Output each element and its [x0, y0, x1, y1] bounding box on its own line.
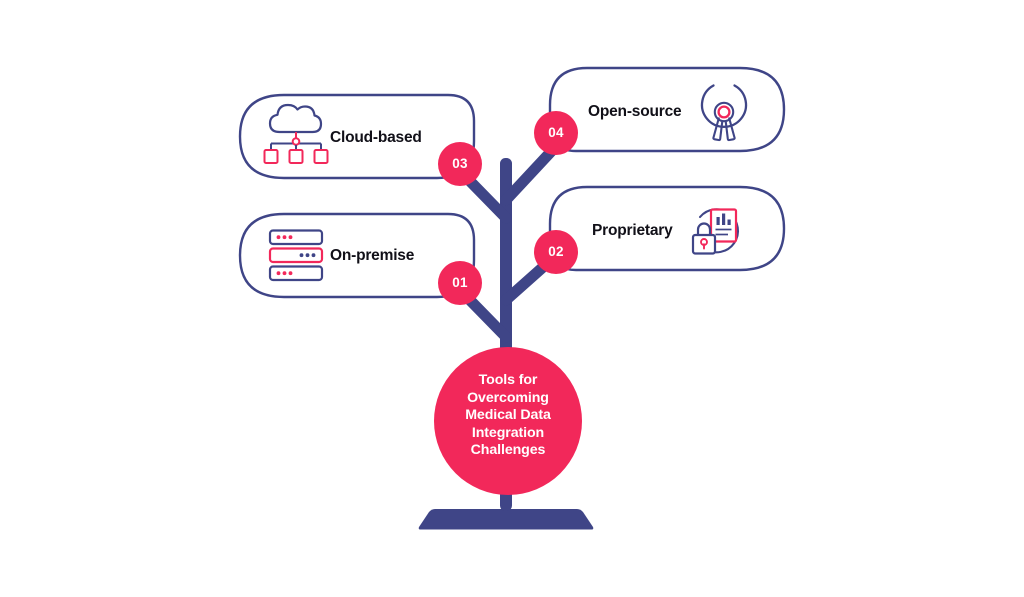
- card-label-proprietary: Proprietary: [592, 222, 673, 239]
- card-label-cloud-based: Cloud-based: [330, 129, 422, 146]
- badge-02-circle[interactable]: [534, 230, 578, 274]
- server-stack-icon: [268, 229, 324, 282]
- center-title-line-5: Challenges: [470, 442, 546, 459]
- badge-04-circle[interactable]: [534, 111, 578, 155]
- card-label-on-premise: On-premise: [330, 247, 415, 264]
- lock-document-icon: [691, 208, 740, 255]
- card-open-source-outline: [548, 66, 786, 153]
- center-title-line-1: Tools for: [478, 372, 538, 388]
- badge-number-03[interactable]: 03: [452, 156, 468, 171]
- card-label-open-source: Open-source: [588, 103, 682, 120]
- badge-03-circle[interactable]: [438, 142, 482, 186]
- badge-number-04[interactable]: 04: [548, 125, 564, 140]
- center-title-line-4: Integration: [471, 424, 545, 441]
- open-source-logo-icon: [700, 84, 748, 142]
- center-title-line-3: Medical Data: [465, 407, 551, 424]
- center-title-line-2: Overcoming: [467, 389, 549, 406]
- cloud-network-icon: [263, 103, 329, 164]
- card-open-source[interactable]: [548, 66, 786, 153]
- center-circle: [434, 347, 582, 495]
- badge-01-circle[interactable]: [438, 261, 482, 305]
- center-title: Tools for Overcoming Medical Data Integr…: [437, 372, 579, 460]
- badge-number-01[interactable]: 01: [452, 275, 468, 290]
- badge-number-02[interactable]: 02: [548, 244, 564, 259]
- tree-base: [418, 509, 594, 530]
